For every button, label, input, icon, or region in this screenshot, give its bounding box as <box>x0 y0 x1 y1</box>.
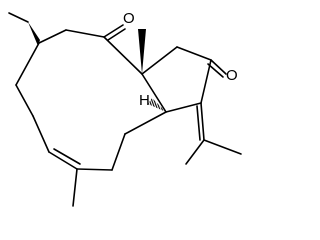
bond-methyl-top-left <box>8 12 29 23</box>
bond-cp4-c10 <box>141 73 167 113</box>
bond-c11-c12 <box>111 133 126 171</box>
bond-carbonyl-top-2 <box>107 28 126 41</box>
bond-c13-c14 <box>48 151 78 170</box>
bond-lines <box>8 12 242 207</box>
bond-exocyclic-double-2 <box>196 105 201 141</box>
bond-c14-c14b <box>53 148 81 165</box>
bond-c12-c13 <box>76 168 113 171</box>
bond-exocyclic-double-1 <box>200 102 205 141</box>
bond-cp2-cp3 <box>200 59 212 104</box>
bond-c7-c8 <box>38 29 67 44</box>
bond-c8-c9 <box>65 29 105 38</box>
bond-c15-c16 <box>15 84 34 117</box>
wedge-bond-quaternary-methyl <box>138 29 146 74</box>
bond-cp2-oxygen-1 <box>210 59 227 75</box>
bond-isopropyl-left <box>185 139 205 165</box>
bond-carbonyl-top-1 <box>103 24 124 38</box>
bond-c9-c10 <box>103 36 143 75</box>
ring-hydrogen-label: H <box>139 92 150 109</box>
chemical-structure: O O H <box>8 10 242 207</box>
bond-cp3-cp4 <box>165 102 202 113</box>
bond-c13-methyl <box>72 168 78 207</box>
ketone-oxygen-right-label: O <box>226 67 238 84</box>
bond-cp4-c11 <box>124 111 167 135</box>
hashed-bond-ring-h <box>148 98 166 112</box>
wedge-bond-methyl <box>28 22 40 46</box>
bond-c14-c15 <box>32 115 50 153</box>
bond-c10-cp1 <box>141 46 178 75</box>
bond-isopropyl-right <box>203 139 242 155</box>
bond-c16-c7 <box>15 42 40 86</box>
bond-cp1-cp2 <box>176 46 212 61</box>
bond-cp2-oxygen-2 <box>207 63 224 78</box>
ketone-oxygen-top-label: O <box>123 10 135 27</box>
